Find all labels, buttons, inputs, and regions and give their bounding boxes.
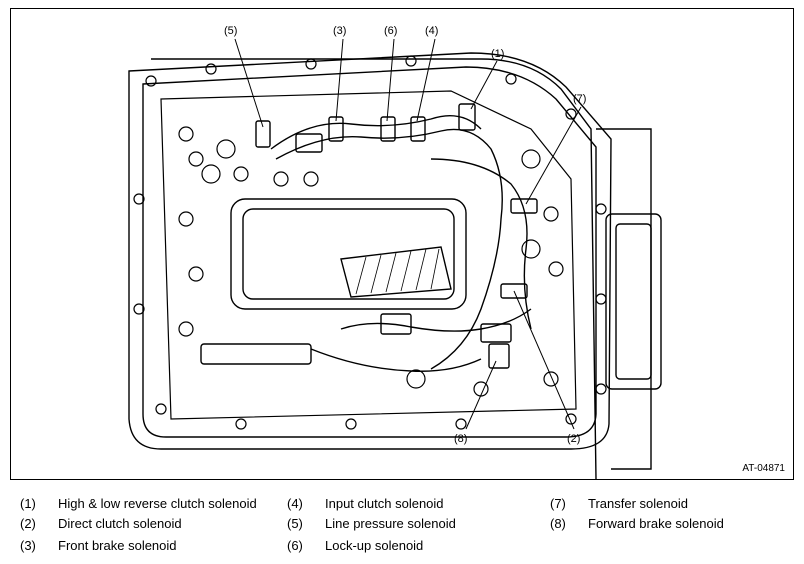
connector-1 <box>458 103 476 131</box>
harness-3 <box>430 158 532 330</box>
connector-6 <box>380 116 396 142</box>
valve-body-drawing: (5) (3) (6) (4) (1) (7) (8) (2) <box>128 25 662 480</box>
legend-item: (3)Front brake solenoid <box>20 538 177 553</box>
harness-4 <box>340 308 532 332</box>
callout-6: (6) <box>384 25 397 37</box>
legend-item: (7)Transfer solenoid <box>550 496 688 511</box>
legend-item: (8)Forward brake solenoid <box>550 516 724 531</box>
callout-8: (8) <box>454 433 467 445</box>
lower-rail <box>200 343 312 365</box>
callout-2: (2) <box>567 433 580 445</box>
connector-8 <box>488 343 510 369</box>
connector-5 <box>255 120 271 148</box>
side-housing <box>605 213 662 390</box>
legend-item: (2)Direct clutch solenoid <box>20 516 182 531</box>
side-housing-inner <box>615 223 652 380</box>
center-cover-inner <box>242 208 455 300</box>
legend-item: (1)High & low reverse clutch solenoid <box>20 496 257 511</box>
leader-lines <box>234 38 582 430</box>
callout-5: (5) <box>224 25 237 37</box>
valve-plate <box>160 90 577 420</box>
cover-window <box>340 246 452 298</box>
connector-b <box>380 313 412 335</box>
callout-3: (3) <box>333 25 346 37</box>
harness-2 <box>275 128 503 370</box>
connector-7 <box>510 198 538 214</box>
connector-c <box>480 323 512 343</box>
pan-inner <box>142 66 597 438</box>
harness-1 <box>270 115 482 150</box>
callout-1: (1) <box>491 48 504 60</box>
bolts <box>133 55 607 430</box>
figure-id: AT-04871 <box>742 463 785 474</box>
connector-2 <box>500 283 528 299</box>
center-cover <box>230 198 467 310</box>
callout-7: (7) <box>573 93 586 105</box>
legend-item: (5)Line pressure solenoid <box>287 516 456 531</box>
callout-4: (4) <box>425 25 438 37</box>
figure-frame: (5) (3) (6) (4) (1) (7) (8) (2) AT-04871 <box>10 8 794 480</box>
harness-5 <box>310 348 482 372</box>
legend-item: (6)Lock-up solenoid <box>287 538 424 553</box>
pan-flange <box>128 52 612 450</box>
legend-item: (4)Input clutch solenoid <box>287 496 444 511</box>
connector-a <box>295 133 323 153</box>
